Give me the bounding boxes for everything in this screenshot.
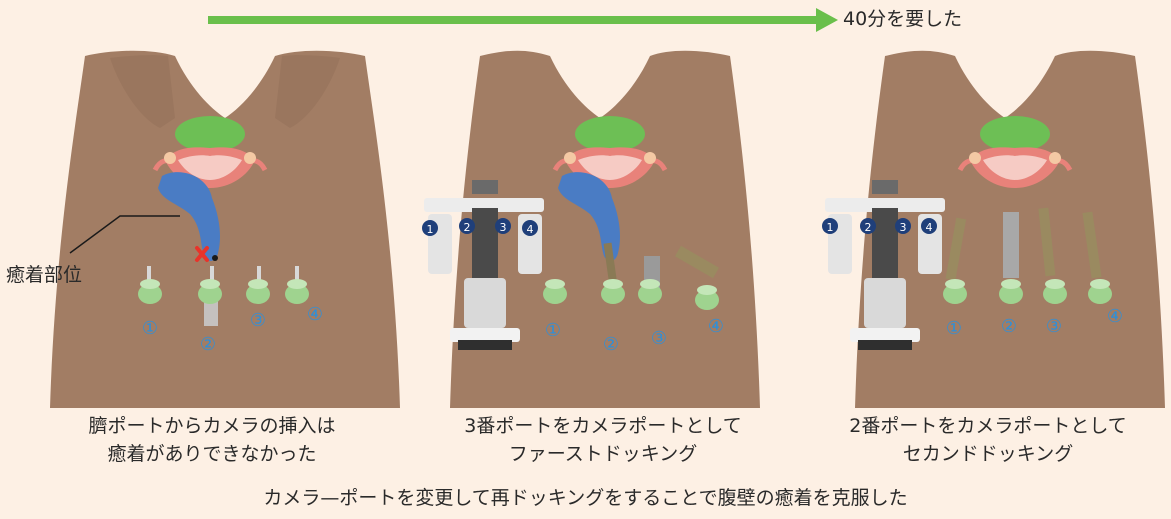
port-2 <box>999 279 1023 304</box>
uterus-shape <box>980 116 1050 152</box>
port-3 <box>638 279 662 304</box>
adhesion-label: 癒着部位 <box>6 262 82 288</box>
port-1-number: ① <box>946 318 962 339</box>
port-4 <box>695 285 719 310</box>
panel-second-docking: 1 2 3 4 ① ② ③ ④ <box>815 48 1165 408</box>
port-2 <box>601 279 625 304</box>
uterus-shape <box>575 116 645 152</box>
port-3-number: ③ <box>250 310 266 331</box>
port-4-number: ④ <box>1107 306 1123 327</box>
port-2-number: ② <box>200 334 216 355</box>
port-2-number: ② <box>1001 316 1017 337</box>
arm-2-number: 2 <box>464 221 471 234</box>
panel-1-caption-line1: 臍ポートからカメラの挿入は <box>32 412 392 440</box>
arm-1-number: 1 <box>827 221 834 234</box>
port-1 <box>943 279 967 304</box>
port-3-number: ③ <box>1046 316 1062 337</box>
panel-3-caption-line1: 2番ポートをカメラポートとして <box>808 412 1168 440</box>
port-3-number: ③ <box>651 328 667 349</box>
port-3 <box>1043 279 1067 304</box>
port-4-number: ④ <box>708 316 724 337</box>
port-1-number: ① <box>545 320 561 341</box>
port-1-number: ① <box>142 318 158 339</box>
panel-2-caption-line2: ファーストドッキング <box>423 440 783 468</box>
panel-2-caption: 3番ポートをカメラポートとして ファーストドッキング <box>423 412 783 468</box>
panel-1-caption: 臍ポートからカメラの挿入は 癒着がありできなかった <box>32 412 392 468</box>
panel-3-caption: 2番ポートをカメラポートとして セカンドドッキング <box>808 412 1168 468</box>
arm-4-number: 4 <box>926 221 933 234</box>
panel-3-caption-line2: セカンドドッキング <box>808 440 1168 468</box>
arm-3-number: 3 <box>900 221 907 234</box>
panel-1-caption-line2: 癒着がありできなかった <box>32 440 392 468</box>
panel-2-caption-line1: 3番ポートをカメラポートとして <box>423 412 783 440</box>
arm-4-number: 4 <box>527 223 534 236</box>
timeline-arrow <box>208 8 848 32</box>
umbilical-port-mark <box>212 255 218 261</box>
panel-first-docking: 1 2 3 4 ① ② ③ ④ <box>410 48 760 408</box>
uterus-shape <box>175 116 245 152</box>
panel-umbilical-attempt: ① ② ③ ④ <box>50 48 400 408</box>
port-4 <box>1088 279 1112 304</box>
port-1 <box>543 279 567 304</box>
arm-1-number: 1 <box>427 223 434 236</box>
time-label: 40分を要した <box>843 6 962 32</box>
summary-caption: カメラ—ポートを変更して再ドッキングをすることで腹壁の癒着を克服した <box>0 484 1171 512</box>
arm-3-number: 3 <box>500 221 507 234</box>
port-2-number: ② <box>603 334 619 355</box>
arm-2-number: 2 <box>865 221 872 234</box>
port-4-number: ④ <box>307 304 323 325</box>
